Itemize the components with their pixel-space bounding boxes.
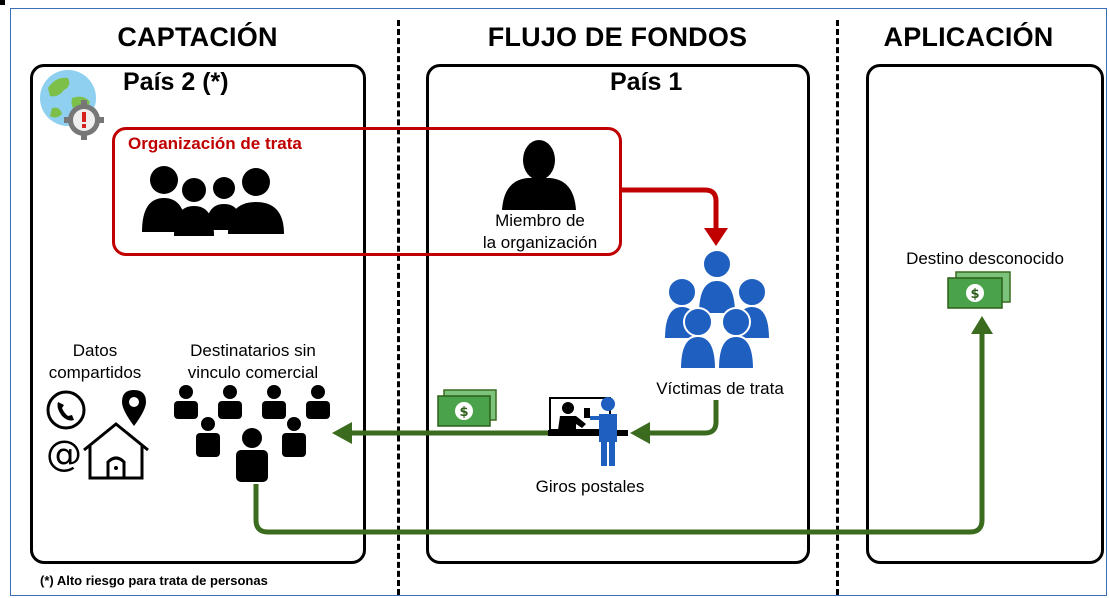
heading-aplicacion: APLICACIÓN xyxy=(883,22,1054,52)
diagram-frame xyxy=(10,8,1107,596)
heading-flujo-de-fondos: FLUJO DE FONDOS xyxy=(487,22,748,52)
organization-box xyxy=(112,127,622,256)
panel-pais-2 xyxy=(30,64,366,564)
shared-data-icons: @ xyxy=(46,390,149,480)
svg-text:$: $ xyxy=(459,405,468,420)
recipients-people-icon xyxy=(174,385,330,482)
svg-text:$: $ xyxy=(970,287,979,302)
member-label-line2: la organización xyxy=(482,233,598,252)
global-risk-icon xyxy=(40,70,104,140)
divider-right xyxy=(836,20,839,595)
postal-transfers-label: Giros postales xyxy=(535,477,645,496)
recipients-label-line2: vinculo comercial xyxy=(187,363,319,382)
money-bill-icon-flow: $ xyxy=(437,389,497,427)
panel-title-pais-2: País 2 (*) xyxy=(123,68,229,96)
group-people-icon xyxy=(142,166,284,236)
organization-title: Organización de trata xyxy=(128,134,302,153)
svg-text:@: @ xyxy=(46,434,82,475)
member-label-line1: Miembro de xyxy=(495,211,585,230)
victims-icon xyxy=(662,249,772,370)
victims-label: Víctimas de trata xyxy=(656,379,784,398)
divider-left xyxy=(397,20,400,595)
panel-pais-1 xyxy=(426,64,810,564)
recipients-label-line1: Destinatarios sin xyxy=(190,341,316,360)
organization-member-icon xyxy=(502,140,576,210)
panel-aplicacion xyxy=(866,64,1104,564)
panel-title-pais-1: País 1 xyxy=(610,68,683,96)
shared-data-label-line2: compartidos xyxy=(48,363,142,382)
footnote: (*) Alto riesgo para trata de personas xyxy=(40,573,268,588)
postal-counter-icon xyxy=(548,397,628,466)
shared-data-label-line1: Datos xyxy=(72,341,118,360)
unknown-destination-label: Destino desconocido xyxy=(906,249,1064,268)
money-bill-icon-destination: $ xyxy=(947,271,1011,309)
heading-captacion: CAPTACIÓN xyxy=(117,22,278,52)
corner-mark xyxy=(0,0,5,5)
